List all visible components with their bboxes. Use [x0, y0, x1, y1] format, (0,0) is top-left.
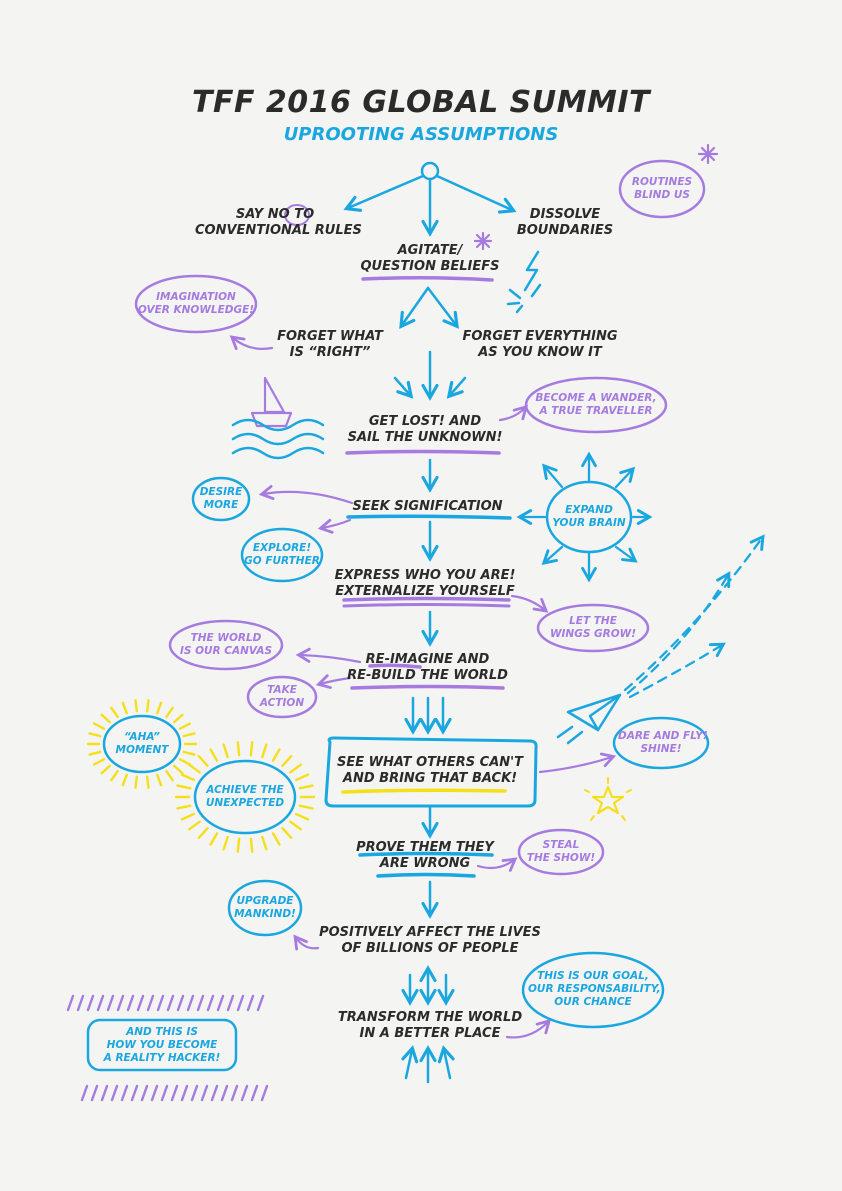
bubble-wander-text: BECOME A WANDER, A TRUE TRAVELLER	[535, 392, 657, 418]
bubble-upgrade-text: UPGRADE MANKIND!	[234, 895, 296, 921]
see-box	[324, 736, 538, 808]
brain-rays	[516, 451, 653, 583]
node-seek: SEEK SIGNIFICATION	[352, 499, 503, 514]
node-forget-all: FORGET EVERYTHING AS YOU KNOW IT	[462, 329, 618, 361]
bubble-wings	[536, 603, 650, 653]
bubble-imagination-text: IMAGINATION OVER KNOWLEDGE!	[137, 291, 255, 317]
bubble-desire	[191, 476, 251, 522]
page-subtitle: UPROOTING ASSUMPTIONS	[283, 124, 559, 145]
unexpected-rays	[174, 741, 316, 853]
node-prove: PROVE THEM THEY ARE WRONG	[356, 840, 494, 872]
bubble-unexpected-text: ACHIEVE THE UNEXPECTED	[205, 784, 285, 810]
node-dissolve: DISSOLVE BOUNDARIES	[516, 207, 614, 239]
node-positively: POSITIVELY AFFECT THE LIVES OF BILLIONS …	[319, 925, 541, 957]
bubble-aha	[102, 714, 182, 774]
sparkle-icon	[697, 143, 719, 165]
waves-icon	[231, 418, 325, 460]
node-reimagine: RE-IMAGINE AND RE-BUILD THE WORLD	[347, 652, 508, 684]
page-title: TFF 2016 GLOBAL SUMMIT	[192, 85, 650, 120]
bubble-explore	[240, 527, 324, 583]
bubble-canvas-text: THE WORLD IS OUR CANVAS	[179, 632, 273, 658]
node-forget-right: FORGET WHAT IS “RIGHT”	[277, 329, 383, 361]
bubble-imagination	[134, 274, 258, 334]
bubble-expand-text: EXPAND YOUR BRAIN	[552, 504, 626, 530]
bubble-desire-text: DESIRE MORE	[199, 486, 243, 512]
bubble-action-text: TAKE ACTION	[259, 684, 305, 710]
aha-rays	[86, 699, 198, 789]
bubble-explore-text: EXPLORE! GO FURTHER	[244, 542, 320, 568]
stick-figure-icon	[343, 161, 517, 237]
node-get-lost: GET LOST! AND SAIL THE UNKNOWN!	[347, 414, 503, 446]
bubble-aha-text: “AHA” MOMENT	[115, 731, 169, 757]
bubble-steal	[517, 828, 605, 876]
hatch-top	[66, 994, 265, 1012]
bubble-canvas	[168, 619, 284, 671]
no-circle	[284, 204, 310, 226]
bubble-action	[246, 675, 318, 719]
bubble-unexpected	[193, 759, 297, 835]
sailboat-icon	[250, 376, 293, 428]
lightning-icon	[506, 250, 542, 314]
node-express: EXPRESS WHO YOU ARE! EXTERNALIZE YOURSEL…	[334, 568, 516, 600]
bubble-goal-text: THIS IS OUR GOAL, OUR RESPONSABILITY, OU…	[528, 970, 661, 1009]
bubble-goal	[521, 951, 665, 1029]
bubble-wings-text: LET THE WINGS GROW!	[549, 615, 637, 641]
bubble-dare-text: DARE AND FLY! SHINE!	[618, 730, 708, 756]
bubble-upgrade	[227, 879, 303, 937]
hatch-bottom	[80, 1084, 269, 1102]
bubble-wander	[524, 376, 668, 434]
sparkle-icon	[473, 231, 493, 251]
bubble-dare	[612, 716, 710, 770]
bubble-steal-text: STEAL THE SHOW!	[526, 839, 596, 865]
node-agitate: AGITATE/ QUESTION BELIEFS	[360, 243, 500, 275]
bubble-hacker	[86, 1018, 238, 1072]
bubble-routines-text: ROUTINES BLIND US	[631, 176, 693, 202]
node-transform: TRANSFORM THE WORLD IN A BETTER PLACE	[337, 1010, 523, 1042]
paper-plane-icon	[556, 693, 622, 745]
bubble-hacker-text: AND THIS IS HOW YOU BECOME A REALITY HAC…	[103, 1026, 221, 1065]
bubble-routines	[618, 159, 706, 219]
node-see: SEE WHAT OTHERS CAN'T AND BRING THAT BAC…	[337, 755, 523, 787]
star-icon	[584, 777, 632, 821]
bubble-expand	[545, 480, 633, 554]
node-say-no: SAY NO TO CONVENTIONAL RULES	[195, 207, 362, 239]
